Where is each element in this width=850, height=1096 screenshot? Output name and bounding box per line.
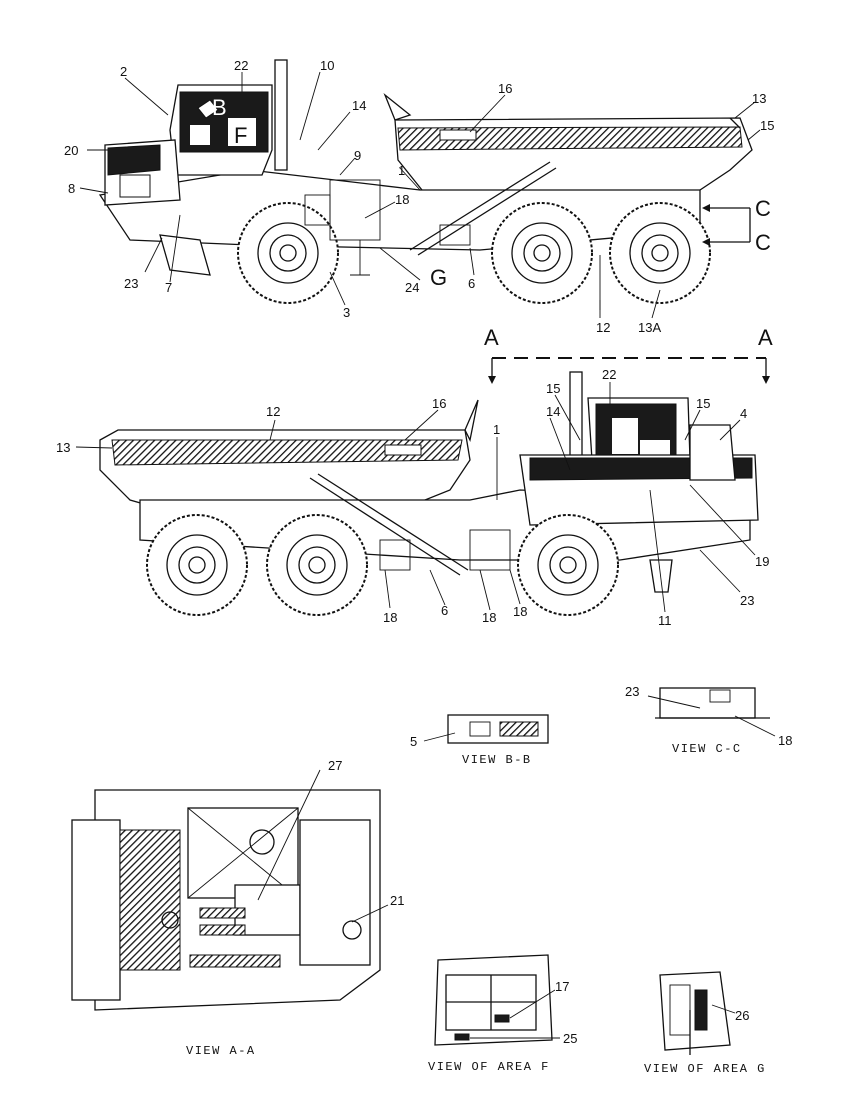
callout-22: 22 [234, 58, 248, 73]
callout-16: 16 [432, 396, 446, 411]
callout-15: 15 [760, 118, 774, 133]
view-b-b-caption: VIEW B-B [462, 753, 532, 767]
callout-18-c: 18 [513, 604, 527, 619]
callout-14: 14 [546, 404, 560, 419]
side-view-left: 12 16 13 1 15 22 15 4 14 19 11 23 18 6 1… [56, 367, 769, 628]
callout-12: 12 [266, 404, 280, 419]
callout-22: 22 [602, 367, 616, 382]
callout-15-left: 15 [546, 381, 560, 396]
callout-26: 26 [735, 1008, 749, 1023]
callout-20: 20 [64, 143, 78, 158]
section-marker-c-top: C [755, 196, 771, 221]
callout-27: 27 [328, 758, 342, 773]
callout-11: 11 [658, 613, 672, 628]
section-line-a-a: A A [484, 325, 773, 384]
view-a-a-caption: VIEW A-A [186, 1044, 256, 1058]
callout-18-a: 18 [383, 610, 397, 625]
view-a-a: 27 21 VIEW A-A [71, 758, 404, 1058]
callout-7: 7 [165, 280, 172, 295]
callout-18-b: 18 [482, 610, 496, 625]
callout-6: 6 [468, 276, 475, 291]
callout-5: 5 [410, 734, 417, 749]
view-c-c: 23 18 VIEW C-C [625, 684, 792, 756]
callout-13: 13 [56, 440, 70, 455]
callout-18: 18 [395, 192, 409, 207]
callout-2: 2 [120, 64, 127, 79]
area-marker-g: G [430, 265, 447, 290]
area-marker-b: B [192, 123, 207, 148]
callout-17: 17 [555, 979, 569, 994]
area-marker-f: F [234, 123, 247, 148]
section-marker-c-bottom: C [755, 230, 771, 255]
side-view-right: 2 22 10 14 16 13 15 20 9 1 8 18 C C 23 7… [64, 58, 774, 335]
callout-23: 23 [625, 684, 639, 699]
view-c-c-caption: VIEW C-C [672, 742, 742, 756]
section-marker-a-right: A [758, 325, 773, 350]
callout-14: 14 [352, 98, 366, 113]
callout-9: 9 [354, 148, 361, 163]
callout-8: 8 [68, 181, 75, 196]
callout-18: 18 [778, 733, 792, 748]
callout-13a: 13A [638, 320, 661, 335]
callout-24: 24 [405, 280, 419, 295]
view-area-f-caption: VIEW OF AREA F [428, 1060, 550, 1074]
callout-12: 12 [596, 320, 610, 335]
callout-16: 16 [498, 81, 512, 96]
view-area-g-caption: VIEW OF AREA G [644, 1062, 766, 1076]
view-area-g: 26 VIEW OF AREA G [644, 971, 766, 1076]
callout-10: 10 [320, 58, 334, 73]
area-marker-b-top: B [212, 95, 227, 120]
callout-6: 6 [441, 603, 448, 618]
callout-1: 1 [398, 163, 405, 178]
callout-3: 3 [343, 305, 350, 320]
callout-13: 13 [752, 91, 766, 106]
view-area-f: 17 25 VIEW OF AREA F [428, 954, 577, 1074]
callout-23: 23 [124, 276, 138, 291]
callout-19: 19 [755, 554, 769, 569]
section-marker-a-left: A [484, 325, 499, 350]
callout-23: 23 [740, 593, 754, 608]
callout-25: 25 [563, 1031, 577, 1046]
callout-1: 1 [493, 422, 500, 437]
callout-4: 4 [740, 406, 747, 421]
view-b-b: 5 VIEW B-B [410, 714, 549, 767]
callout-15-right: 15 [696, 396, 710, 411]
callout-21: 21 [390, 893, 404, 908]
